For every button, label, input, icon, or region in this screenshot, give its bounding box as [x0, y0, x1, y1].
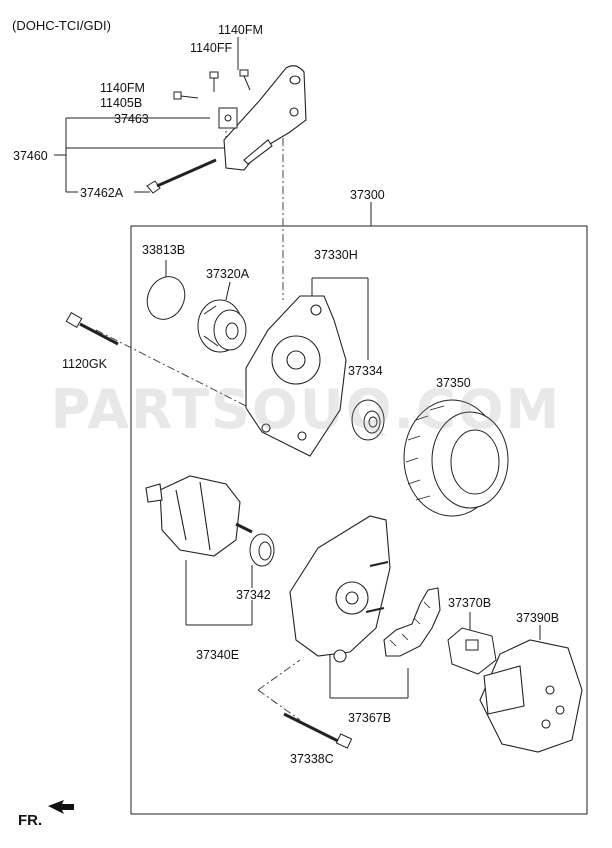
pulley-37320A [197, 299, 247, 353]
part-label-37390B[interactable]: 37390B [516, 611, 560, 625]
engine-variant-title: (DOHC-TCI/GDI) [12, 18, 111, 33]
part-label-37342[interactable]: 37342 [236, 588, 271, 602]
nut-37463 [218, 107, 238, 129]
rear-bracket [289, 515, 391, 663]
assembly-37300-frame [130, 225, 588, 815]
part-label-1140FM-left[interactable]: 1140FM [100, 81, 145, 95]
part-label-1120GK[interactable]: 1120GK [62, 357, 107, 371]
bolt-37338C [283, 712, 353, 749]
bolt-1140FM-top [239, 69, 251, 91]
watermark: PARTSOUQ.COM [50, 378, 562, 441]
regulator-37370B [447, 627, 497, 675]
part-label-37334[interactable]: 37334 [348, 364, 383, 378]
rear-cover-37390B [479, 639, 583, 753]
stator-37350 [403, 399, 509, 517]
part-label-37370B[interactable]: 37370B [448, 596, 492, 610]
part-label-37463[interactable]: 37463 [114, 112, 149, 126]
part-label-37350[interactable]: 37350 [436, 376, 471, 390]
front-direction-label: FR. [18, 812, 43, 829]
bolt-1120GK [65, 311, 119, 346]
bolt-1140FF [209, 71, 219, 92]
part-label-11405B[interactable]: 11405B [100, 96, 143, 110]
cover-33813B [146, 276, 186, 320]
part-label-37300[interactable]: 37300 [350, 188, 385, 202]
front-bracket-37330H [245, 295, 347, 457]
part-label-1140FM-top[interactable]: 1140FM [218, 23, 263, 37]
mounting-bracket [223, 65, 307, 171]
part-label-33813B[interactable]: 33813B [142, 243, 186, 257]
part-label-1140FF[interactable]: 1140FF [190, 41, 233, 55]
bearing-37334 [351, 399, 385, 441]
bolt-37462A [146, 158, 217, 194]
part-label-37460[interactable]: 37460 [13, 149, 48, 163]
bolt-1140FM-left [173, 91, 199, 100]
bearing-37342 [249, 533, 275, 567]
rotor-37340E [145, 475, 253, 557]
rectifier-37367B [383, 587, 441, 657]
part-label-37330H[interactable]: 37330H [314, 248, 358, 262]
part-label-37338C[interactable]: 37338C [290, 752, 334, 766]
front-direction-arrow [48, 800, 74, 814]
part-label-37340E[interactable]: 37340E [196, 648, 240, 662]
part-label-37320A[interactable]: 37320A [206, 267, 250, 281]
part-label-37367B[interactable]: 37367B [348, 711, 392, 725]
part-label-37462A[interactable]: 37462A [80, 186, 124, 200]
